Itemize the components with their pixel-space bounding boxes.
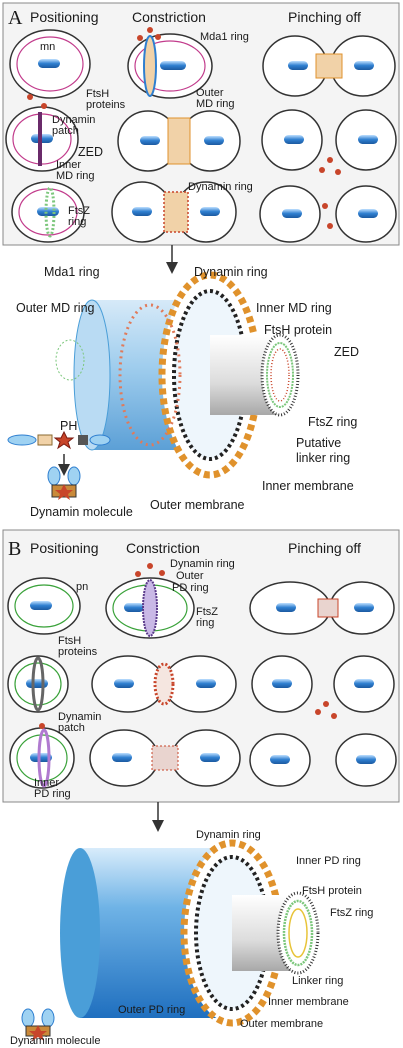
detail-a-label-dynamin-molecule: Dynamin molecule bbox=[30, 505, 133, 519]
detail-a-ring-model: Mda1 ring Dynamin ring Outer MD ring Inn… bbox=[7, 265, 359, 519]
zed-graphic bbox=[270, 348, 290, 402]
mito-cell bbox=[9, 29, 91, 99]
detail-a-label-ph: PH bbox=[60, 419, 77, 433]
detail-a-label-inner-md-ring: Inner MD ring bbox=[256, 301, 332, 315]
detail-b-ring-model: Dynamin ring Inner PD ring FtsH protein … bbox=[10, 829, 373, 1047]
dynamin-dot bbox=[159, 570, 165, 576]
label-mn: mn bbox=[40, 41, 55, 53]
dynamin-dot bbox=[147, 27, 153, 33]
mito-cell-constricting bbox=[117, 110, 241, 172]
dynamin-molecule-icon bbox=[21, 1008, 55, 1041]
label-dynamin-ring-b: Dynamin ring bbox=[170, 558, 235, 570]
detail-a-label-zed: ZED bbox=[334, 345, 359, 359]
chloroplast-cell-daughters bbox=[249, 733, 397, 787]
label-ftsz-ring-b-line1: FtsZ bbox=[196, 606, 218, 618]
detail-a-label-putative-linker-ring-line2: linker ring bbox=[296, 451, 350, 465]
detail-a-label-putative-linker-ring-line1: Putative bbox=[296, 436, 341, 450]
cylinder-end bbox=[73, 299, 111, 451]
panel-a: A Positioning Constriction Pinching off … bbox=[2, 2, 400, 246]
detail-b-label-dynamin-ring: Dynamin ring bbox=[196, 829, 261, 841]
ftsz-ring-graphic bbox=[266, 342, 294, 408]
chloroplast-cell-pinching bbox=[249, 581, 395, 635]
chloroplast-cell-constricting bbox=[105, 577, 195, 639]
label-inner-md-ring-line1: Inner bbox=[56, 159, 81, 171]
detail-a-label-ftsh-protein: FtsH protein bbox=[264, 323, 332, 337]
label-outer-pd-ring-b-line1: Outer bbox=[176, 570, 204, 582]
label-zed: ZED bbox=[78, 145, 103, 159]
detail-a-label-ftsz-ring: FtsZ ring bbox=[308, 415, 357, 429]
panel-b-header-constriction: Constriction bbox=[126, 540, 200, 556]
dynamin-dot bbox=[27, 94, 33, 100]
detail-b-label-dynamin-molecule: Dynamin molecule bbox=[10, 1035, 100, 1047]
panel-b-letter: B bbox=[8, 538, 21, 560]
chloroplast-cell-constricting bbox=[91, 655, 237, 713]
chloroplast-cell-constricting bbox=[89, 729, 241, 787]
dynamin-molecule-diagram bbox=[7, 430, 111, 500]
detail-b-label-outer-membrane: Outer membrane bbox=[240, 1018, 323, 1030]
mito-cell bbox=[5, 106, 79, 172]
panel-a-letter: A bbox=[8, 7, 23, 29]
dynamin-dot bbox=[135, 571, 141, 577]
detail-b-label-inner-pd-ring: Inner PD ring bbox=[296, 855, 361, 867]
linker-ring-graphic bbox=[260, 333, 300, 417]
detail-a-label-inner-membrane: Inner membrane bbox=[262, 479, 354, 493]
label-mda1-ring: Mda1 ring bbox=[200, 31, 249, 43]
ph-domain-star bbox=[53, 430, 75, 450]
dynamin-dot bbox=[147, 563, 153, 569]
detail-b-label-outer-pd-ring: Outer PD ring bbox=[118, 1004, 185, 1016]
dynamin-dot bbox=[137, 35, 143, 41]
ftsz-ring-graphic bbox=[282, 899, 314, 967]
dynamin-dot bbox=[155, 34, 161, 40]
label-dynamin-patch-line2: patch bbox=[52, 125, 79, 137]
mito-cell-separated bbox=[261, 109, 397, 175]
label-outer-pd-ring-b-line2: PD ring bbox=[172, 582, 209, 594]
dynamin-dot bbox=[39, 723, 45, 729]
panel-a-header-constriction: Constriction bbox=[132, 9, 206, 25]
mito-cell bbox=[127, 33, 213, 99]
panel-a-header-positioning: Positioning bbox=[30, 9, 99, 25]
label-dynamin-patch-b-line1: Dynamin bbox=[58, 711, 101, 723]
label-dynamin-ring: Dynamin ring bbox=[188, 181, 253, 193]
label-ftsz-ring-line2: ring bbox=[68, 216, 86, 228]
label-ftsz-ring-line1: FtsZ bbox=[68, 205, 90, 217]
detail-a-label-outer-membrane: Outer membrane bbox=[150, 498, 245, 512]
panel-a-header-pinching-off: Pinching off bbox=[288, 9, 361, 25]
label-ftsh-proteins-b-line2: proteins bbox=[58, 646, 98, 658]
label-pn: pn bbox=[76, 581, 88, 593]
detail-b-label-linker-ring: Linker ring bbox=[292, 975, 343, 987]
ftsz-ring-small bbox=[55, 339, 85, 381]
label-ftsh-proteins-line2: proteins bbox=[86, 99, 126, 111]
chloroplast-cell bbox=[7, 577, 81, 635]
panel-b-header-pinching-off: Pinching off bbox=[288, 540, 361, 556]
dynamin-dot bbox=[41, 103, 47, 109]
detail-b-label-ftsz-ring: FtsZ ring bbox=[330, 907, 373, 919]
label-ftsh-proteins-line1: FtsH bbox=[86, 88, 109, 100]
detail-b-label-ftsh-protein: FtsH protein bbox=[302, 885, 362, 897]
panel-b-header-positioning: Positioning bbox=[30, 540, 99, 556]
mito-cell-dynamin-ring bbox=[111, 181, 237, 243]
label-inner-pd-ring-line2: PD ring bbox=[34, 788, 71, 800]
chloroplast-cell-separated bbox=[251, 655, 395, 719]
cylinder-end bbox=[60, 848, 100, 1018]
label-dynamin-patch-b-line2: patch bbox=[58, 722, 85, 734]
panel-b: B Positioning Constriction Pinching off … bbox=[2, 529, 400, 803]
chloroplast-cell bbox=[7, 655, 69, 713]
label-inner-md-ring-line2: MD ring bbox=[56, 170, 95, 182]
label-ftsz-ring-b-line2: ring bbox=[196, 617, 214, 629]
label-outer-md-ring-line2: MD ring bbox=[196, 98, 235, 110]
label-ftsh-proteins-b-line1: FtsH bbox=[58, 635, 81, 647]
label-dynamin-patch-line1: Dynamin bbox=[52, 114, 95, 126]
label-outer-md-ring-line1: Outer bbox=[196, 87, 224, 99]
mito-cell-daughters bbox=[259, 185, 397, 243]
mda1-ring-graphic bbox=[118, 303, 182, 447]
detail-a-label-mda1-ring: Mda1 ring bbox=[44, 265, 100, 279]
mito-cell-pinching bbox=[262, 35, 396, 97]
ftsh-protein-graphic bbox=[288, 908, 308, 958]
mito-cell bbox=[11, 181, 85, 243]
detail-a-label-outer-md-ring: Outer MD ring bbox=[16, 301, 95, 315]
label-inner-pd-ring-line1: Inner bbox=[34, 777, 59, 789]
detail-b-label-inner-membrane: Inner membrane bbox=[268, 996, 349, 1008]
detail-a-label-dynamin-ring: Dynamin ring bbox=[194, 265, 268, 279]
